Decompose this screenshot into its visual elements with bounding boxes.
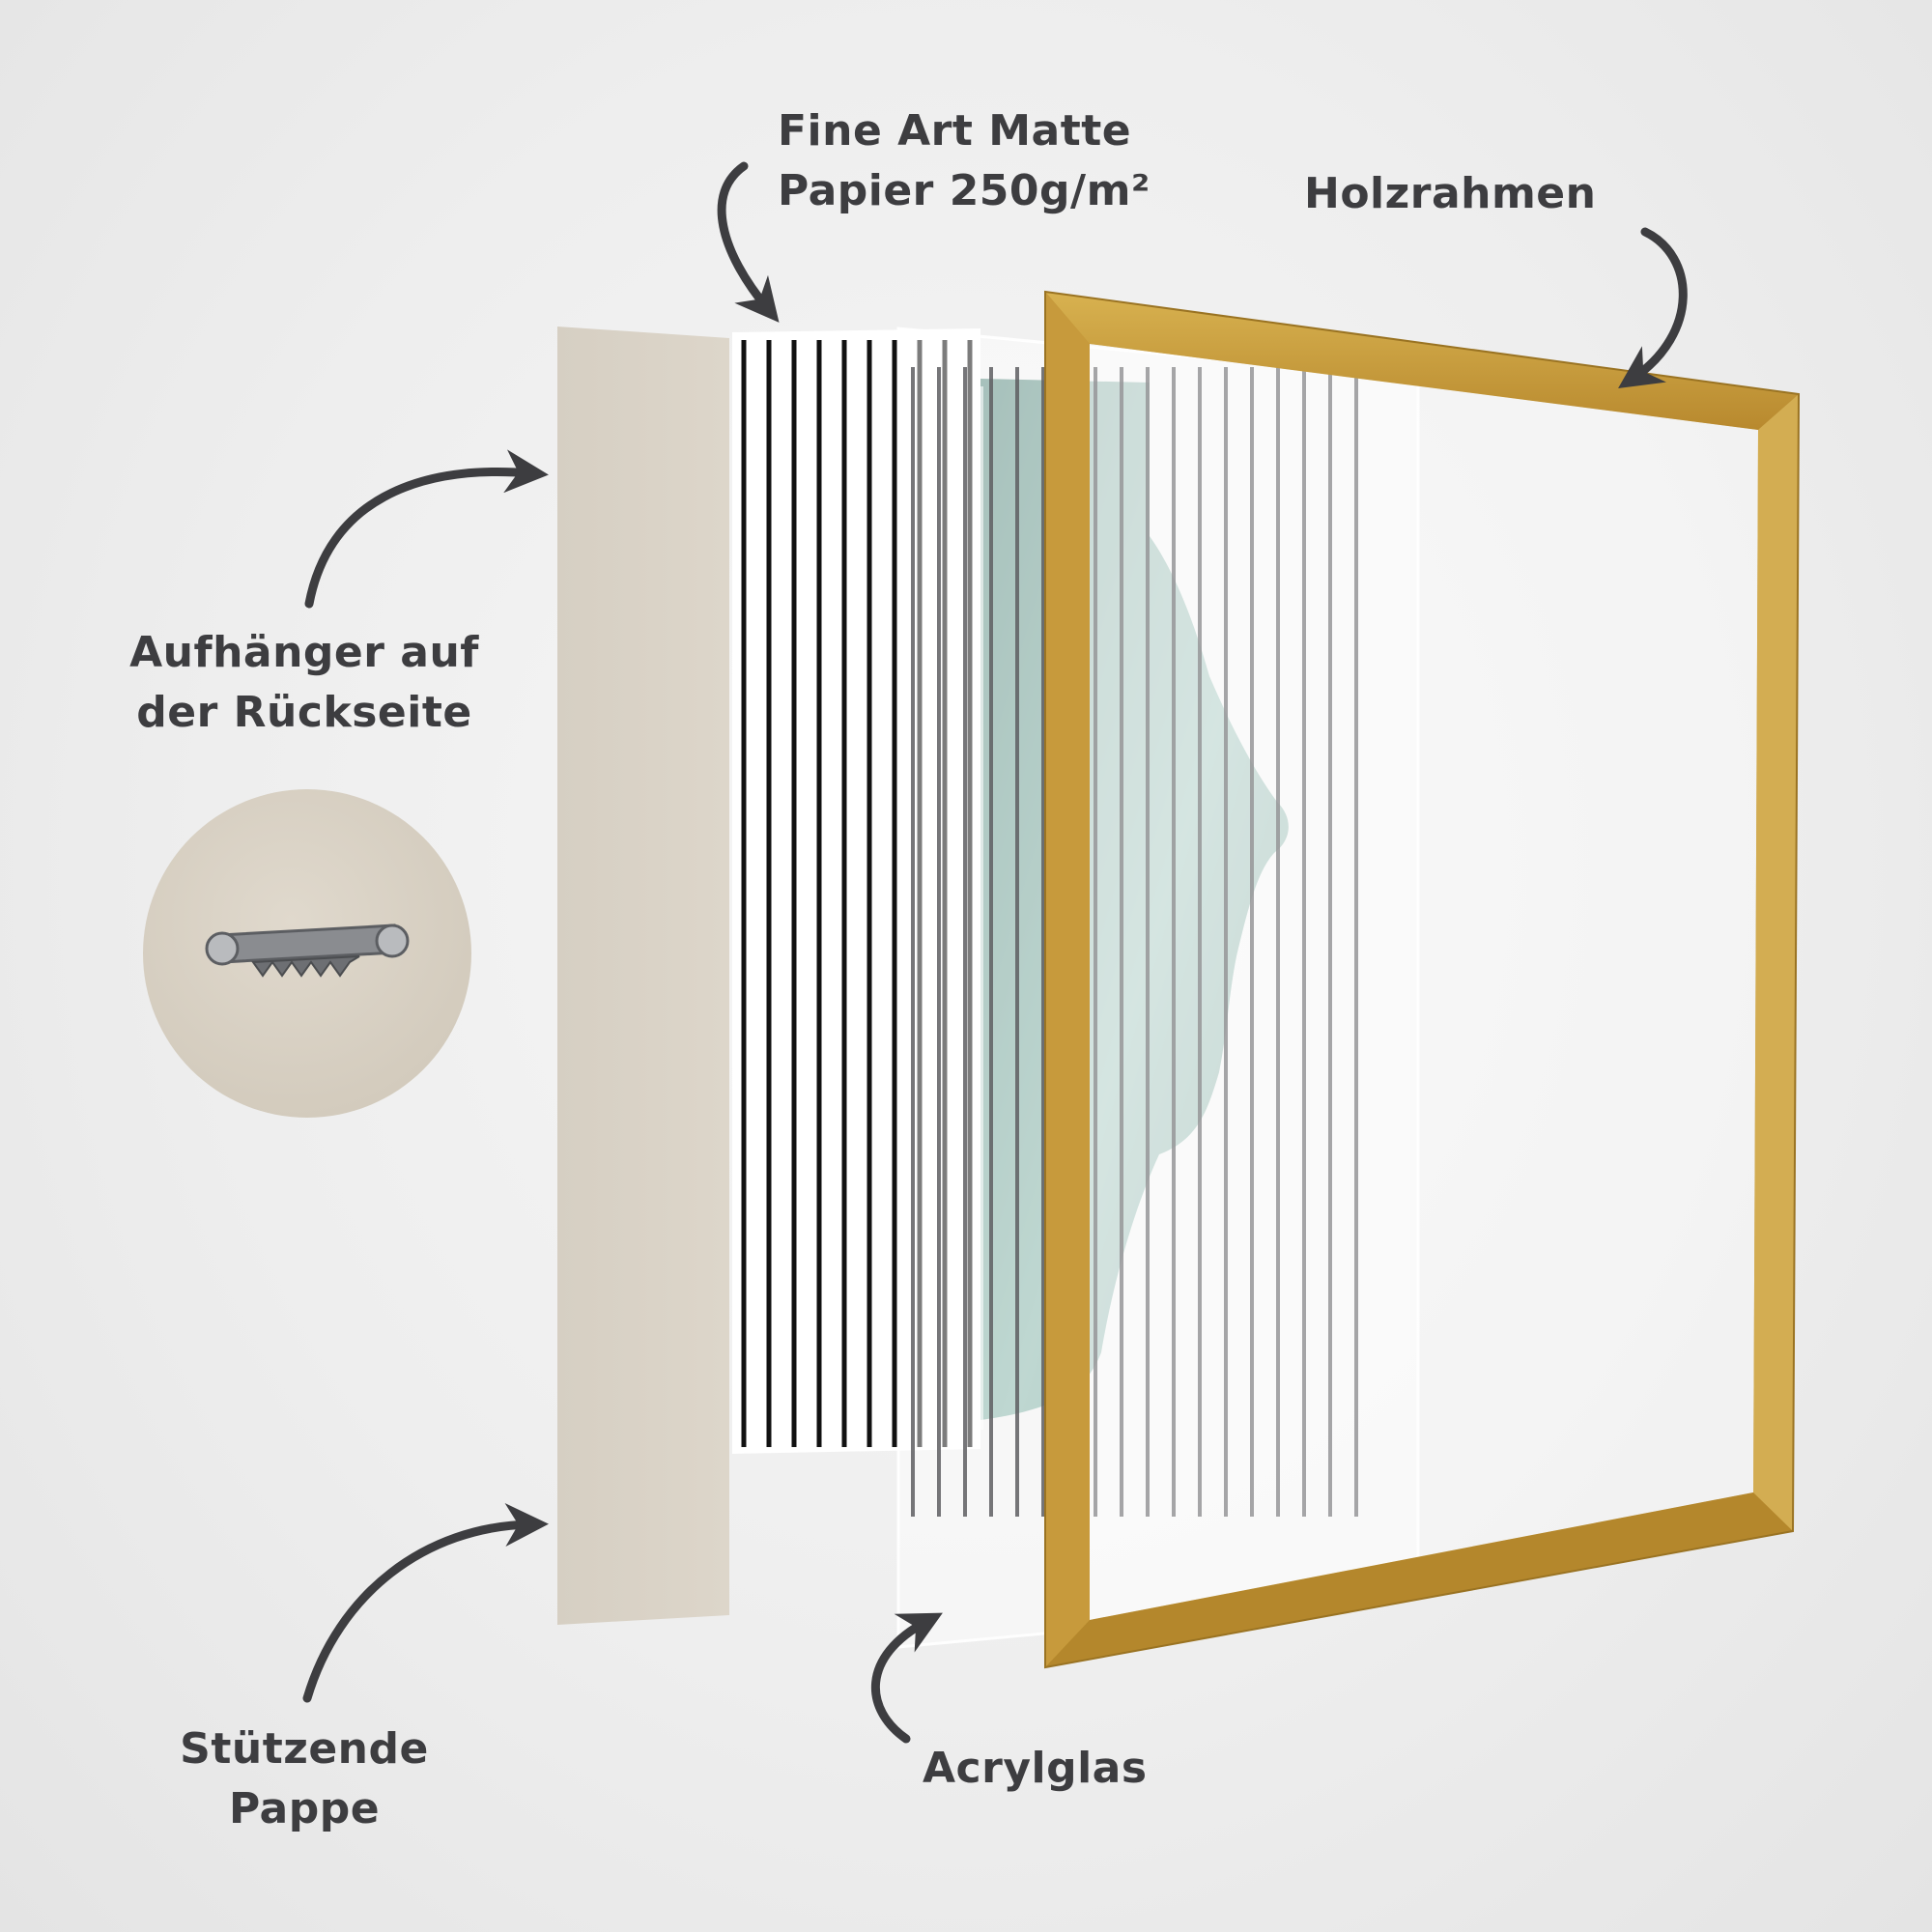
curved-arrow-icon bbox=[302, 1503, 549, 1703]
label-hanger: Aufhänger auf der Rückseite bbox=[97, 623, 512, 743]
curved-arrow-icon bbox=[1618, 227, 1688, 389]
label-fine-art-paper-line2: Papier 250g/m² bbox=[778, 166, 1151, 215]
label-fine-art-paper: Fine Art Matte Papier 250g/m² bbox=[778, 101, 1151, 221]
label-fine-art-paper-line1: Fine Art Matte bbox=[778, 106, 1132, 156]
acrylic-glass-pane bbox=[896, 327, 1420, 1649]
label-wooden-frame-text: Holzrahmen bbox=[1304, 169, 1597, 218]
label-hanger-line1: Aufhänger auf bbox=[129, 628, 479, 677]
cardboard-backing bbox=[557, 327, 729, 1625]
curved-arrow-icon bbox=[304, 449, 549, 609]
paper-stripe-lines bbox=[741, 340, 973, 1447]
curved-arrow-icon bbox=[871, 1612, 943, 1744]
label-backing-board: Stützende Pappe bbox=[126, 1719, 483, 1839]
label-acrylic-glass-text: Acrylglas bbox=[923, 1744, 1148, 1793]
label-wooden-frame: Holzrahmen bbox=[1304, 164, 1596, 224]
frame-glazing bbox=[1090, 344, 1758, 1620]
sawtooth-hanger-icon bbox=[205, 923, 410, 978]
curved-arrow-icon bbox=[717, 161, 780, 323]
glass-stripe-lines bbox=[911, 367, 1358, 1517]
label-backing-board-line1: Stützende bbox=[180, 1724, 429, 1774]
label-hanger-line2: der Rückseite bbox=[136, 688, 472, 737]
label-backing-board-line2: Pappe bbox=[228, 1784, 381, 1833]
label-acrylic-glass: Acrylglas bbox=[923, 1739, 1148, 1799]
hanger-detail-circle bbox=[143, 789, 471, 1118]
wooden-frame bbox=[1044, 290, 1801, 1669]
